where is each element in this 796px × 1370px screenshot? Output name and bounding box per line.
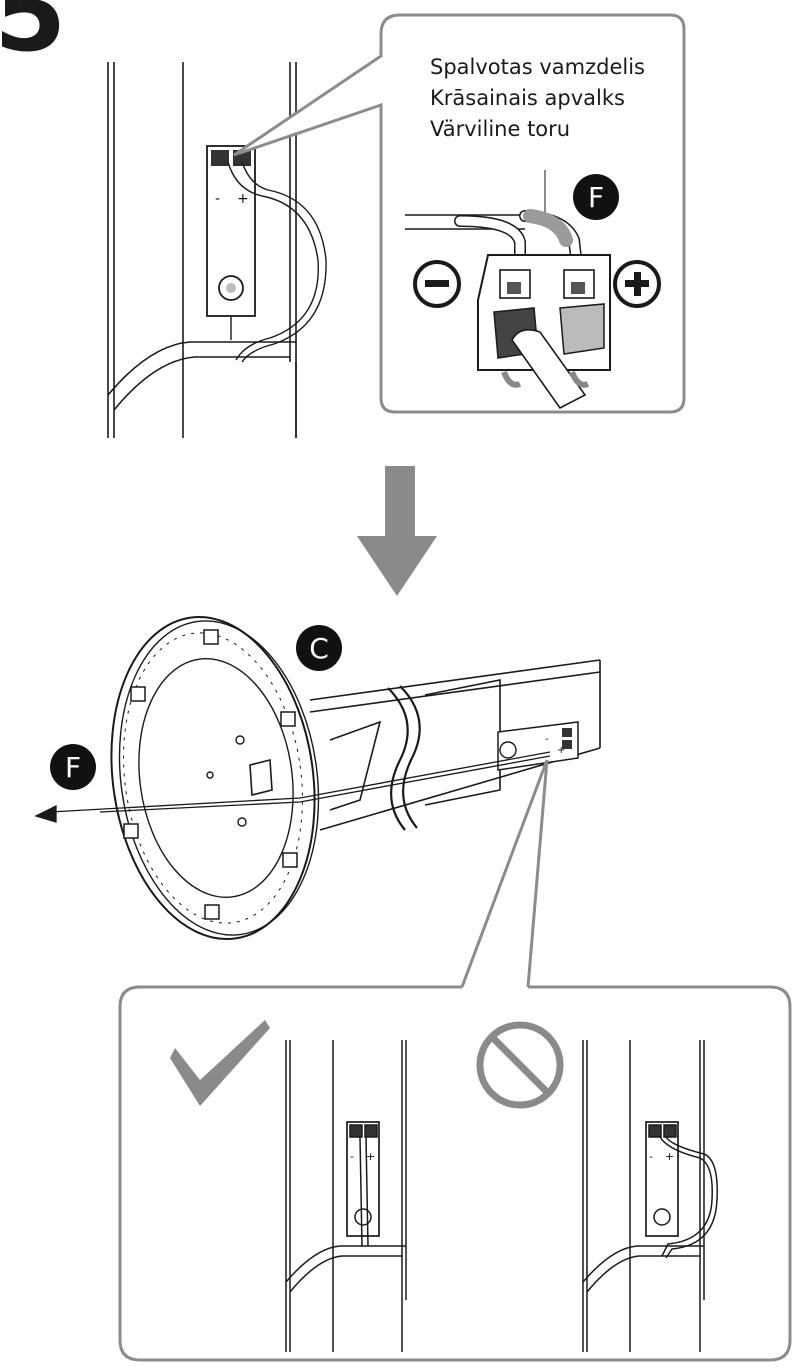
plus-label-incorrect: + (665, 1150, 675, 1163)
minus-label-correct: - (350, 1150, 354, 1163)
callout-line-2: Krāsainais apvalks (430, 86, 625, 110)
pole-correct (285, 1040, 407, 1352)
pole-horizontal (309, 659, 601, 831)
down-arrow-icon (357, 466, 437, 596)
callout-text: Spalvotas vamzdelis Krāsainais apvalks V… (430, 52, 645, 145)
zoomed-terminal (405, 170, 611, 410)
callout-line-1: Spalvotas vamzdelis (430, 55, 645, 79)
badge-f-callout: F (573, 174, 619, 220)
speaker-cable-top (227, 161, 327, 363)
minus-label-top: - (215, 191, 221, 207)
callout-line-3: Värviline toru (430, 117, 571, 141)
badge-f-assembly: F (50, 744, 96, 790)
pole-incorrect (582, 1040, 718, 1352)
plus-label-top: + (237, 191, 249, 207)
pole-top (107, 62, 297, 438)
minus-circle-icon (413, 260, 461, 308)
base-disc (110, 615, 320, 941)
comparison-frame (118, 759, 792, 1362)
minus-label-horizontal: - (545, 734, 549, 745)
prohibited-icon (476, 1021, 564, 1109)
badge-c: C (296, 625, 342, 671)
cable-horizontal (34, 751, 551, 823)
plus-circle-icon (613, 260, 661, 308)
plus-label-horizontal: + (557, 745, 566, 756)
plus-label-correct: + (366, 1150, 376, 1163)
minus-label-incorrect: - (649, 1150, 653, 1163)
step-number: 5 (0, 0, 67, 75)
check-icon (170, 1020, 270, 1106)
